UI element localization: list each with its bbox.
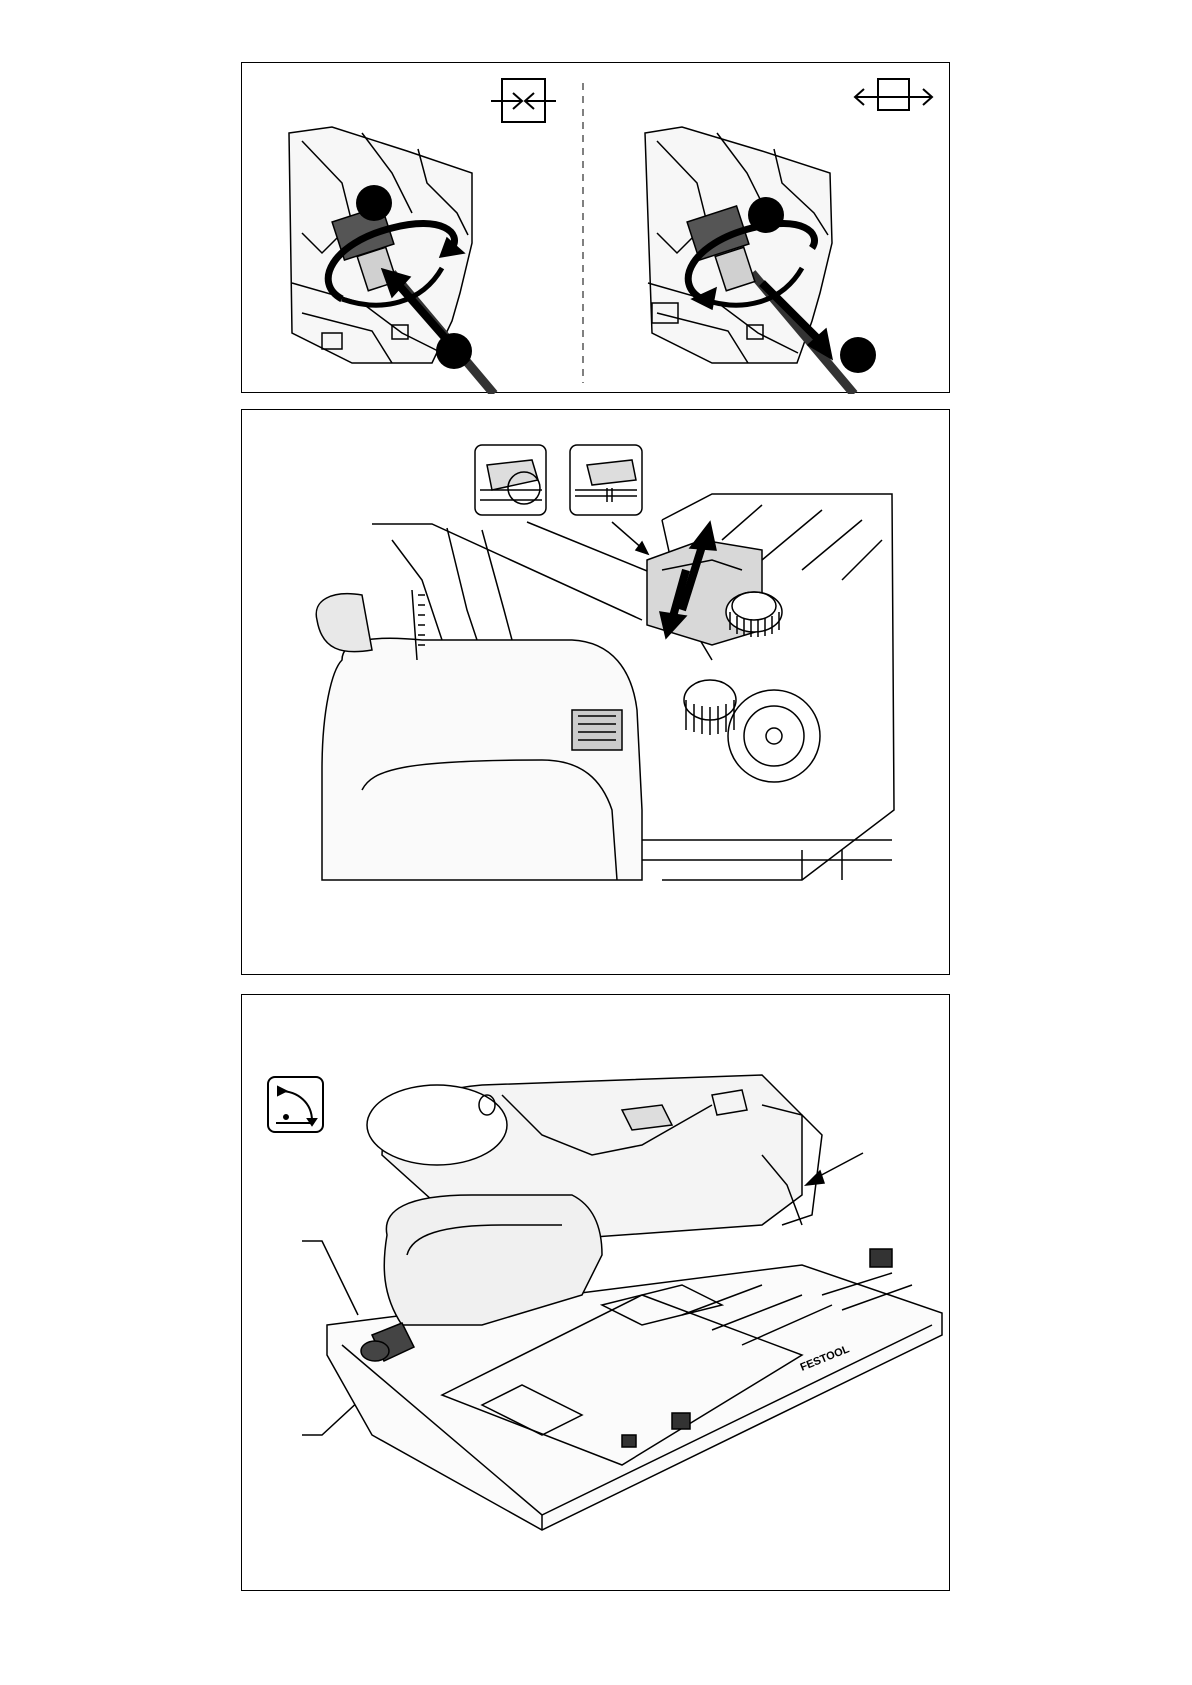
depth-stop-panel	[241, 409, 950, 975]
saw-bevel-illustration	[327, 1075, 942, 1530]
arrows-inward-clamp-icon	[491, 79, 556, 122]
callout-marker	[748, 197, 784, 233]
bevel-angle-panel: FESTOOL	[241, 994, 950, 1591]
arrows-outward-release-icon	[855, 79, 932, 110]
callout-marker	[356, 185, 392, 221]
saw-on-rail-icon	[570, 445, 642, 515]
clamp-lever-panel	[241, 62, 950, 393]
bevel-angle-icon	[268, 1077, 323, 1132]
saw-blade-plunge-icon	[475, 445, 546, 515]
callout-marker	[436, 333, 472, 369]
callout-marker	[840, 337, 876, 373]
saw-release-illustration-right	[645, 127, 854, 394]
saw-depth-illustration	[316, 494, 894, 880]
